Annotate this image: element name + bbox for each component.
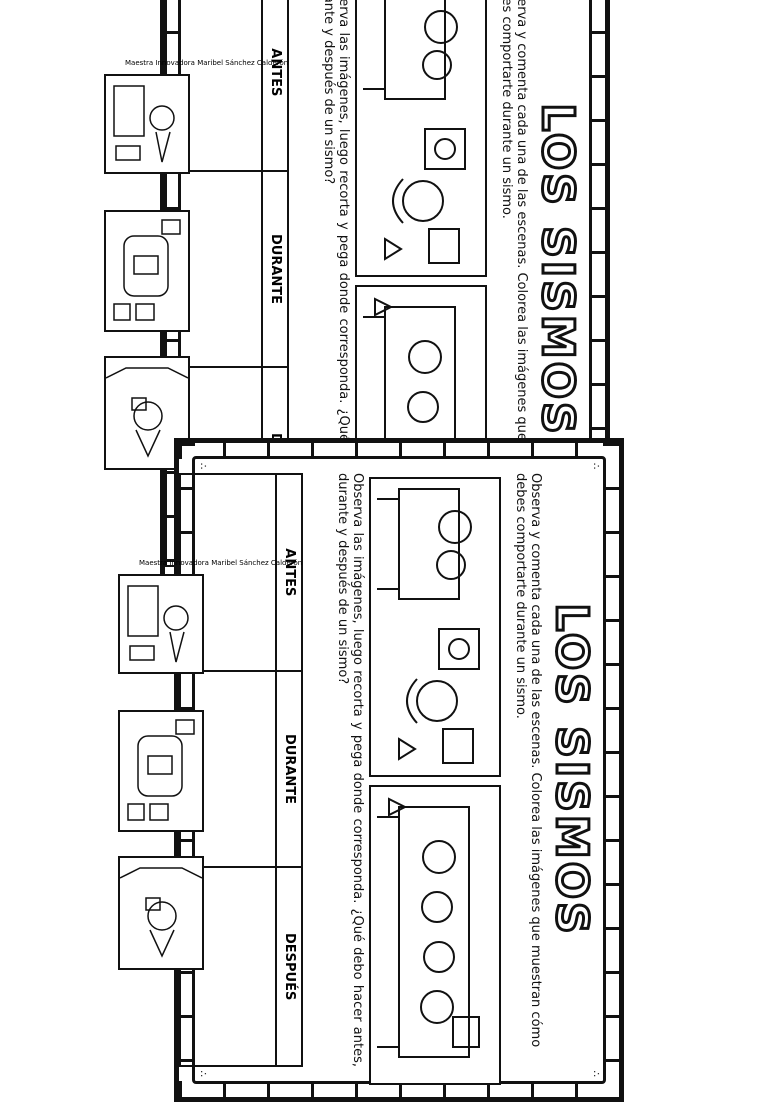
column-header: DURANTE: [261, 171, 287, 367]
child-in-room-illustration: [105, 367, 189, 458]
credit-line: Maestra Innovadora Maribel Sánchez Calde…: [130, 558, 302, 568]
family-under-table-illustration: [377, 797, 480, 1058]
scene-image-children-table: [369, 477, 501, 777]
cutout-child-room: [104, 356, 190, 470]
instruction-text: Observa las imágenes, luego recorta y pe…: [335, 473, 365, 1067]
corner-dots: ∴: [197, 1070, 208, 1077]
scene-image-children-table: [355, 0, 487, 277]
cutout-child-room: [118, 856, 204, 970]
worksheet-body: ∴ ∴ ∴ ∴ LOS SISMOS Observa y comenta cad…: [179, 456, 606, 1085]
cutout-house-scene: [104, 74, 190, 174]
credit-text: Maestra Innovadora Maribel Sánchez Calde…: [139, 559, 303, 567]
column-header: ANTES: [275, 475, 301, 670]
worksheet-title: LOS SISMOS: [545, 602, 599, 939]
cutout-emergency-backpack: [118, 710, 204, 832]
cutouts-strip-2: Maestra Innovadora Maribel Sánchez Calde…: [112, 558, 302, 970]
intro-text: Observa y comenta cada una de las escena…: [513, 473, 543, 1048]
corner-dots: ∴: [197, 463, 208, 470]
cutout-house-scene: [118, 574, 204, 674]
cutouts-strip-1: Maestra Innovadora Maribel Sánchez Calde…: [98, 58, 288, 470]
credit-line: Maestra Innovadora Maribel Sánchez Calde…: [116, 58, 288, 68]
child-and-house-illustration: [127, 585, 189, 663]
children-under-table-illustration: [377, 488, 480, 764]
cutout-emergency-backpack: [104, 210, 190, 332]
emergency-backpack-illustration: [127, 719, 195, 821]
column-header: ANTES: [261, 0, 287, 170]
credit-text: Maestra Innovadora Maribel Sánchez Calde…: [125, 59, 289, 67]
child-in-room-illustration: [119, 867, 203, 958]
children-under-table-illustration: [363, 0, 466, 264]
scene-image-family-table: [369, 785, 501, 1085]
column-header: DURANTE: [275, 671, 301, 867]
worksheet-rotated: ∴ ∴ ∴ ∴ LOS SISMOS Observa y comenta cad…: [174, 438, 624, 1102]
child-and-house-illustration: [113, 85, 175, 163]
column-header: DESPUÉS: [275, 868, 301, 1065]
emergency-backpack-illustration: [113, 219, 181, 321]
